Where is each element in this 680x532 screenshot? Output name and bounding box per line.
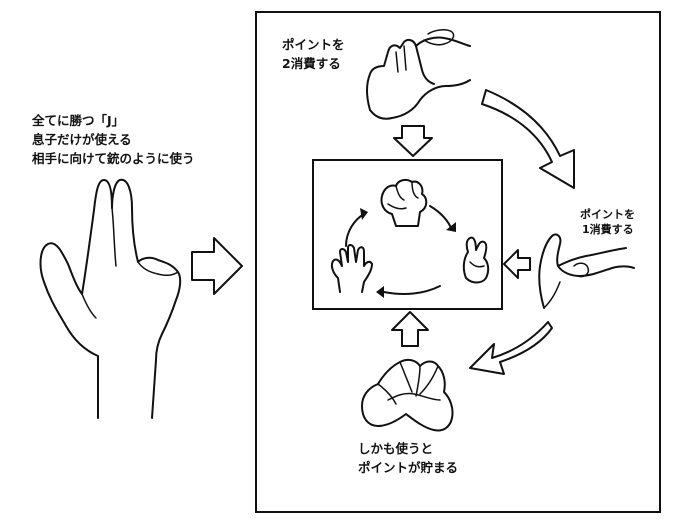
- right-arrow-large: [191, 237, 243, 295]
- scissors-hand-icon: [462, 236, 490, 284]
- bottom-caption: しかも使うと ポイントが貯まる: [358, 439, 458, 477]
- paper-hand-icon: [330, 244, 373, 293]
- two-finger-hand-icon: [366, 29, 471, 120]
- right-caption-line1: ポイントを: [580, 208, 635, 221]
- right-caption-line2: 1消費する: [582, 223, 634, 236]
- cycle-arrow-paper-to-rock: [345, 213, 365, 247]
- bottom-caption-line1: しかも使うと: [358, 441, 434, 456]
- top-caption: ポイントを 2消費する: [282, 35, 345, 73]
- janken-box: [312, 159, 503, 310]
- one-finger-hand-icon: [538, 233, 635, 309]
- rock-fist-icon: [380, 178, 428, 227]
- left-caption-line1: 全てに勝つ「J」: [32, 113, 125, 128]
- cycle-arrowhead-1: [446, 222, 456, 232]
- top-caption-line1: ポイントを: [282, 37, 345, 52]
- cycle-arrowhead-2: [376, 286, 384, 298]
- left-arrow-right: [503, 249, 531, 279]
- left-caption-line3: 相手に向けて銃のように使う: [32, 151, 195, 166]
- cycle-arrow-scissors-to-paper: [383, 285, 441, 295]
- cycle-arrowhead-3: [360, 208, 368, 220]
- curved-arrow-top-right: [481, 89, 575, 189]
- down-arrow-top: [393, 125, 433, 157]
- bottom-caption-line2: ポイントが貯まる: [358, 460, 459, 475]
- left-caption: 全てに勝つ「J」 息子だけが使える 相手に向けて銃のように使う: [32, 111, 195, 168]
- up-arrow-bottom: [391, 311, 429, 347]
- outer-frame: [255, 11, 661, 513]
- right-caption: ポイントを 1消費する: [580, 207, 635, 237]
- gun-hand-icon: [39, 178, 182, 419]
- cycle-arrow-rock-to-scissors: [429, 205, 453, 231]
- top-caption-line2: 2消費する: [282, 56, 341, 71]
- clasped-hands-icon: [361, 358, 454, 432]
- left-caption-line2: 息子だけが使える: [32, 132, 132, 147]
- curved-arrow-bottom-right: [469, 321, 553, 375]
